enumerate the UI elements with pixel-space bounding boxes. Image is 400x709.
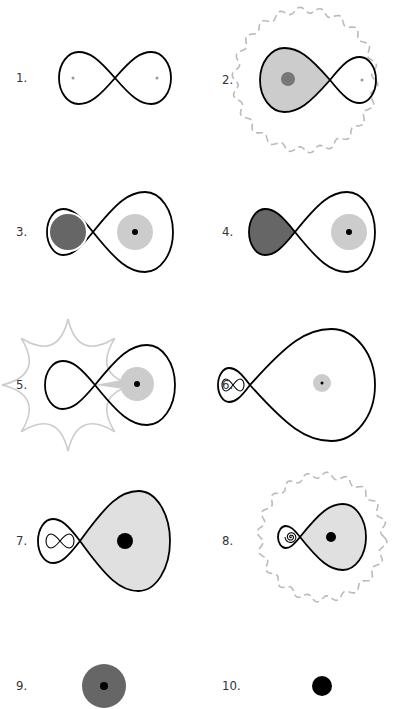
roche-lobe bbox=[95, 345, 175, 425]
roche-lobe bbox=[249, 209, 295, 255]
roche-lobe bbox=[93, 192, 173, 272]
inspiral bbox=[285, 533, 296, 543]
roche-lobe bbox=[45, 361, 95, 409]
star bbox=[117, 214, 153, 250]
star bbox=[313, 374, 331, 392]
stage-number: 2. bbox=[222, 73, 233, 86]
roche-lobe bbox=[233, 379, 244, 391]
star bbox=[100, 682, 108, 690]
supernova-burst bbox=[2, 319, 134, 451]
roche-lobe bbox=[330, 57, 376, 103]
star bbox=[132, 229, 138, 235]
star bbox=[82, 664, 126, 708]
star bbox=[120, 367, 154, 401]
roche-lobe bbox=[115, 52, 171, 104]
roche-lobe bbox=[80, 491, 170, 591]
star bbox=[156, 77, 159, 80]
roche-lobe bbox=[260, 48, 330, 112]
roche-lobe bbox=[38, 519, 80, 563]
stage-number: 9. bbox=[16, 679, 27, 692]
star bbox=[326, 532, 336, 542]
star bbox=[321, 382, 324, 385]
roche-lobe bbox=[218, 368, 250, 402]
star bbox=[346, 229, 352, 235]
stage-number: 7. bbox=[16, 534, 27, 547]
star bbox=[361, 79, 364, 82]
stage-number: 5. bbox=[16, 378, 27, 391]
star bbox=[72, 77, 75, 80]
roche-lobe bbox=[60, 534, 74, 548]
star bbox=[281, 72, 295, 86]
stage-number: 8. bbox=[222, 534, 233, 547]
star bbox=[331, 214, 367, 250]
star bbox=[134, 381, 140, 387]
roche-lobe bbox=[47, 209, 93, 255]
roche-lobe bbox=[300, 504, 366, 570]
star bbox=[312, 676, 332, 696]
roche-lobe bbox=[278, 526, 300, 548]
roche-lobe bbox=[59, 52, 115, 104]
roche-lobe bbox=[295, 192, 375, 272]
roche-lobe bbox=[250, 329, 375, 441]
stage-number: 3. bbox=[16, 225, 27, 238]
expanding-envelope bbox=[232, 7, 378, 153]
roche-lobe bbox=[46, 534, 60, 548]
expanding-envelope bbox=[257, 472, 387, 602]
star bbox=[117, 533, 133, 549]
star bbox=[49, 213, 87, 251]
roche-lobe bbox=[222, 379, 233, 391]
stage-number: 4. bbox=[222, 225, 233, 238]
stage-number: 6. bbox=[222, 378, 233, 391]
stage-number: 10. bbox=[222, 679, 241, 692]
stage-number: 1. bbox=[16, 71, 27, 84]
